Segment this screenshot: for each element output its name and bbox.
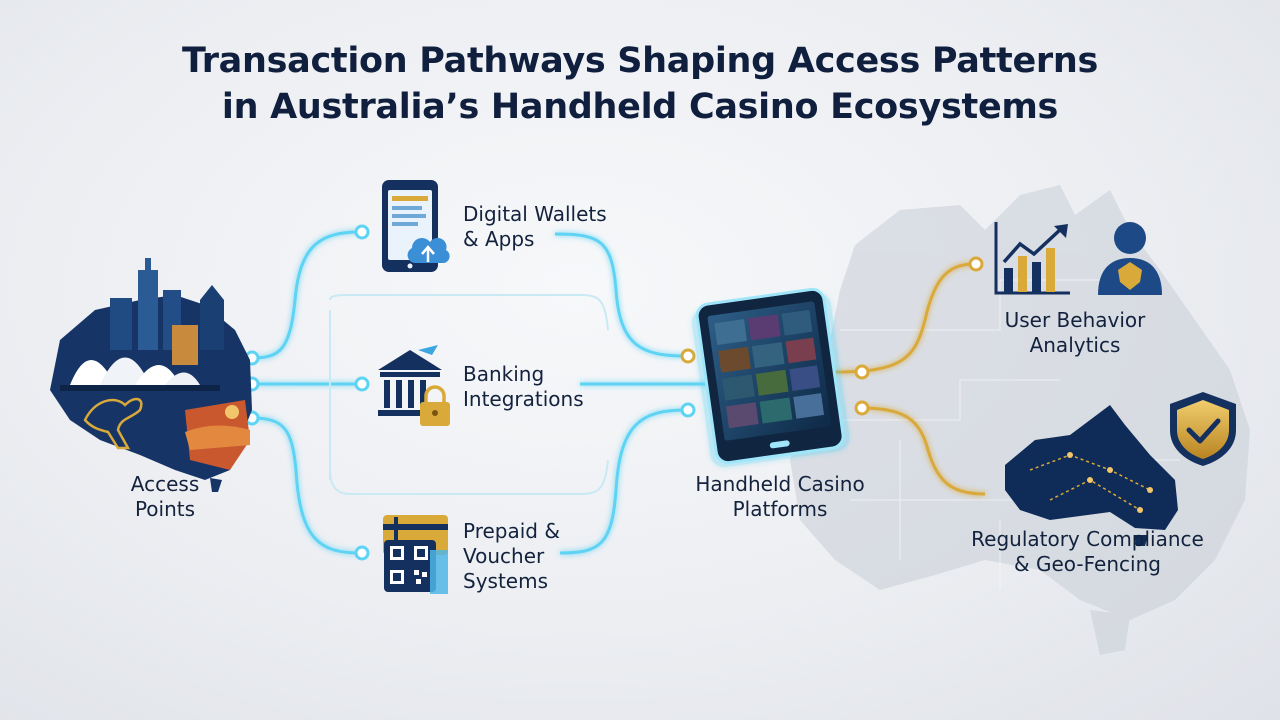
handheld-label: Handheld Casino Platforms: [695, 472, 865, 521]
tablet-icon: [692, 287, 850, 468]
page-title: Transaction Pathways Shaping Access Patt…: [0, 38, 1280, 130]
shield-check-icon: [1170, 392, 1236, 466]
title-line-2: in Australia’s Handheld Casino Ecosystem…: [221, 87, 1059, 127]
path-voucher-tablet: [559, 408, 687, 555]
output-lines: [834, 262, 986, 496]
user-icon: [1098, 222, 1162, 295]
title-line-1: Transaction Pathways Shaping Access Patt…: [181, 41, 1099, 81]
smartphone-cloud-icon: [382, 180, 450, 272]
australia-skyline-icon: [50, 258, 252, 492]
digital-wallets-label: Digital Wallets & Apps: [463, 202, 607, 251]
prepaid-label: Prepaid & Voucher Systems: [463, 519, 560, 593]
path-tablet-compliance: [861, 406, 986, 496]
analytics-label: User Behavior Analytics: [1004, 308, 1146, 357]
australia-compliance-map: [1005, 405, 1178, 546]
path-tablet-analytics: [834, 262, 976, 374]
pathway-lines: [251, 230, 720, 555]
faint-pathways: [329, 294, 609, 495]
bar-chart-icon: [994, 222, 1070, 295]
qr-voucher-icon: [383, 515, 448, 594]
compliance-label: Regulatory Compliance & Geo-Fencing: [971, 527, 1204, 576]
banking-label: Banking Integrations: [463, 362, 584, 411]
path-wallet-tablet: [554, 232, 687, 358]
access-points-label: Access Points: [130, 472, 200, 521]
path-access-wallet: [251, 230, 361, 360]
path-access-voucher: [251, 416, 361, 555]
bank-lock-icon: [378, 345, 450, 426]
